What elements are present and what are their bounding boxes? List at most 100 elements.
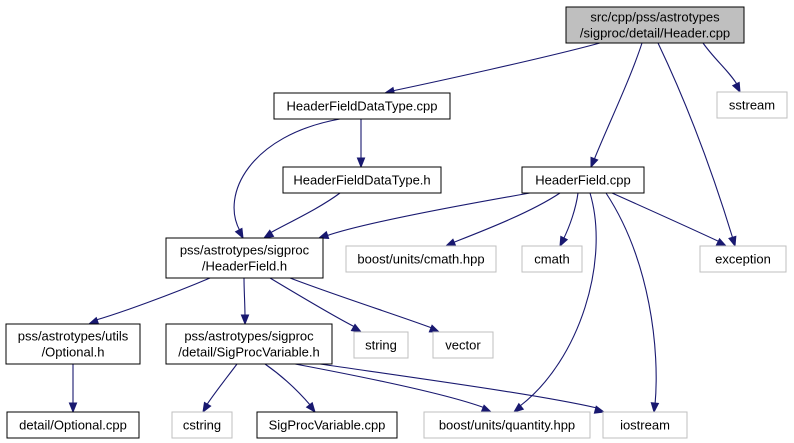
edge-line	[562, 192, 579, 241]
edge-line	[519, 192, 597, 407]
node-label: vector	[445, 338, 481, 353]
node-box	[521, 166, 645, 194]
edge-header-cpp-to-headerfielddatatype-cpp	[383, 42, 601, 96]
edge-line	[702, 42, 739, 87]
node-label: /Optional.h	[42, 345, 105, 360]
arrowhead	[512, 402, 525, 413]
edge-line	[391, 42, 601, 92]
edge-headerfield-cpp-to-boost-cmath	[444, 192, 561, 247]
arrowhead	[262, 229, 275, 239]
node-label: cmath	[534, 252, 569, 267]
node-boost-cmath: boost/units/cmath.hpp	[345, 245, 497, 273]
node-header-cpp[interactable]: src/cpp/pss/astrotypes/sigproc/detail/He…	[565, 6, 745, 44]
node-cmath: cmath	[521, 245, 583, 273]
node-label: src/cpp/pss/astrotypes	[590, 10, 720, 25]
edge-headerfield-h-to-optional-h	[87, 277, 211, 325]
node-box	[699, 245, 787, 273]
node-box	[716, 91, 788, 119]
node-label: /HeaderField.h	[202, 259, 287, 274]
node-headerfielddatatype-cpp[interactable]: HeaderFieldDataType.cpp	[273, 92, 451, 120]
node-box	[353, 331, 409, 359]
arrowhead	[731, 81, 741, 94]
edge-headerfielddatatype-cpp-to-headerfield-h	[233, 118, 341, 240]
node-vector: vector	[432, 331, 494, 359]
node-box	[345, 245, 497, 273]
edge-headerfielddatatype-h-to-headerfield-h	[262, 192, 341, 239]
edge-headerfield-cpp-to-cmath	[559, 192, 579, 248]
node-cstring: cstring	[171, 411, 233, 439]
node-headerfielddatatype-h[interactable]: HeaderFieldDataType.h	[282, 166, 442, 194]
edge-line	[325, 192, 531, 237]
node-label: SigProcVariable.cpp	[269, 418, 386, 433]
edge-line	[289, 277, 433, 329]
edge-line	[605, 192, 657, 406]
edge-headerfielddatatype-cpp-to-headerfielddatatype-h	[356, 119, 366, 169]
edge-line	[593, 42, 643, 161]
arrowhead	[590, 156, 599, 169]
edge-line	[451, 192, 561, 244]
arrowhead	[234, 227, 244, 240]
edge-headerfield-cpp-to-boost-quantity	[512, 192, 597, 413]
edge-line	[243, 277, 246, 318]
edges-layer	[68, 42, 741, 414]
node-label: boost/units/cmath.hpp	[357, 252, 484, 267]
edge-headerfield-h-to-sigprocvariable-h	[240, 277, 250, 326]
node-optional-h[interactable]: pss/astrotypes/utils/Optional.h	[5, 323, 141, 365]
edge-sigprocvariable-h-to-boost-quantity	[294, 363, 493, 413]
node-label: pss/astrotypes/sigproc	[180, 243, 310, 258]
arrowhead	[356, 157, 366, 169]
node-box	[171, 411, 233, 439]
node-box	[282, 166, 442, 194]
edge-line	[205, 363, 238, 407]
arrowhead	[68, 402, 78, 414]
node-box	[165, 323, 333, 365]
edge-headerfield-h-to-string	[269, 277, 363, 333]
node-box	[423, 411, 591, 439]
arrowhead	[305, 401, 316, 414]
node-headerfield-h[interactable]: pss/astrotypes/sigproc/HeaderField.h	[165, 237, 324, 279]
edge-sigprocvariable-h-to-sigprocvariable-cpp	[264, 363, 316, 414]
node-box	[273, 92, 451, 120]
node-box	[165, 237, 324, 279]
node-label: HeaderFieldDataType.h	[293, 173, 430, 188]
node-boost-quantity: boost/units/quantity.hpp	[423, 411, 591, 439]
edge-headerfield-cpp-to-iostream	[605, 192, 660, 414]
arrowhead	[444, 238, 457, 247]
node-label: iostream	[620, 418, 670, 433]
node-sstream: sstream	[716, 91, 788, 119]
edge-line	[269, 192, 341, 234]
node-string: string	[353, 331, 409, 359]
node-label: detail/Optional.cpp	[19, 418, 127, 433]
arrowhead	[728, 235, 737, 248]
node-box	[5, 323, 141, 365]
node-label: sstream	[729, 98, 775, 113]
node-sigprocvariable-h[interactable]: pss/astrotypes/sigproc/detail/SigProcVar…	[165, 323, 333, 365]
node-label: cstring	[183, 418, 221, 433]
node-label: HeaderField.cpp	[535, 173, 630, 188]
edge-line	[269, 277, 356, 328]
arrowhead	[350, 323, 363, 333]
edge-line	[319, 363, 598, 409]
node-label: exception	[715, 252, 771, 267]
arrowhead	[428, 324, 441, 333]
edge-headerfield-cpp-to-exception	[611, 192, 728, 247]
node-iostream: iostream	[602, 411, 688, 439]
node-sigprocvariable-cpp[interactable]: SigProcVariable.cpp	[256, 411, 398, 439]
edge-line	[233, 118, 341, 232]
edge-header-cpp-to-headerfield-cpp	[590, 42, 643, 169]
arrowhead	[202, 401, 212, 414]
arrowhead	[593, 405, 606, 414]
node-exception: exception	[699, 245, 787, 273]
edge-line	[657, 42, 734, 240]
arrowhead	[715, 237, 728, 247]
node-box	[432, 331, 494, 359]
node-label: pss/astrotypes/sigproc	[184, 329, 314, 344]
edge-line	[294, 363, 486, 409]
node-headerfield-cpp[interactable]: HeaderField.cpp	[521, 166, 645, 194]
edge-line	[264, 363, 312, 407]
edge-line	[95, 277, 211, 321]
nodes-layer: src/cpp/pss/astrotypes/sigproc/detail/He…	[5, 6, 788, 439]
edge-headerfield-h-to-vector	[289, 277, 441, 333]
node-optional-cpp[interactable]: detail/Optional.cpp	[6, 411, 140, 439]
